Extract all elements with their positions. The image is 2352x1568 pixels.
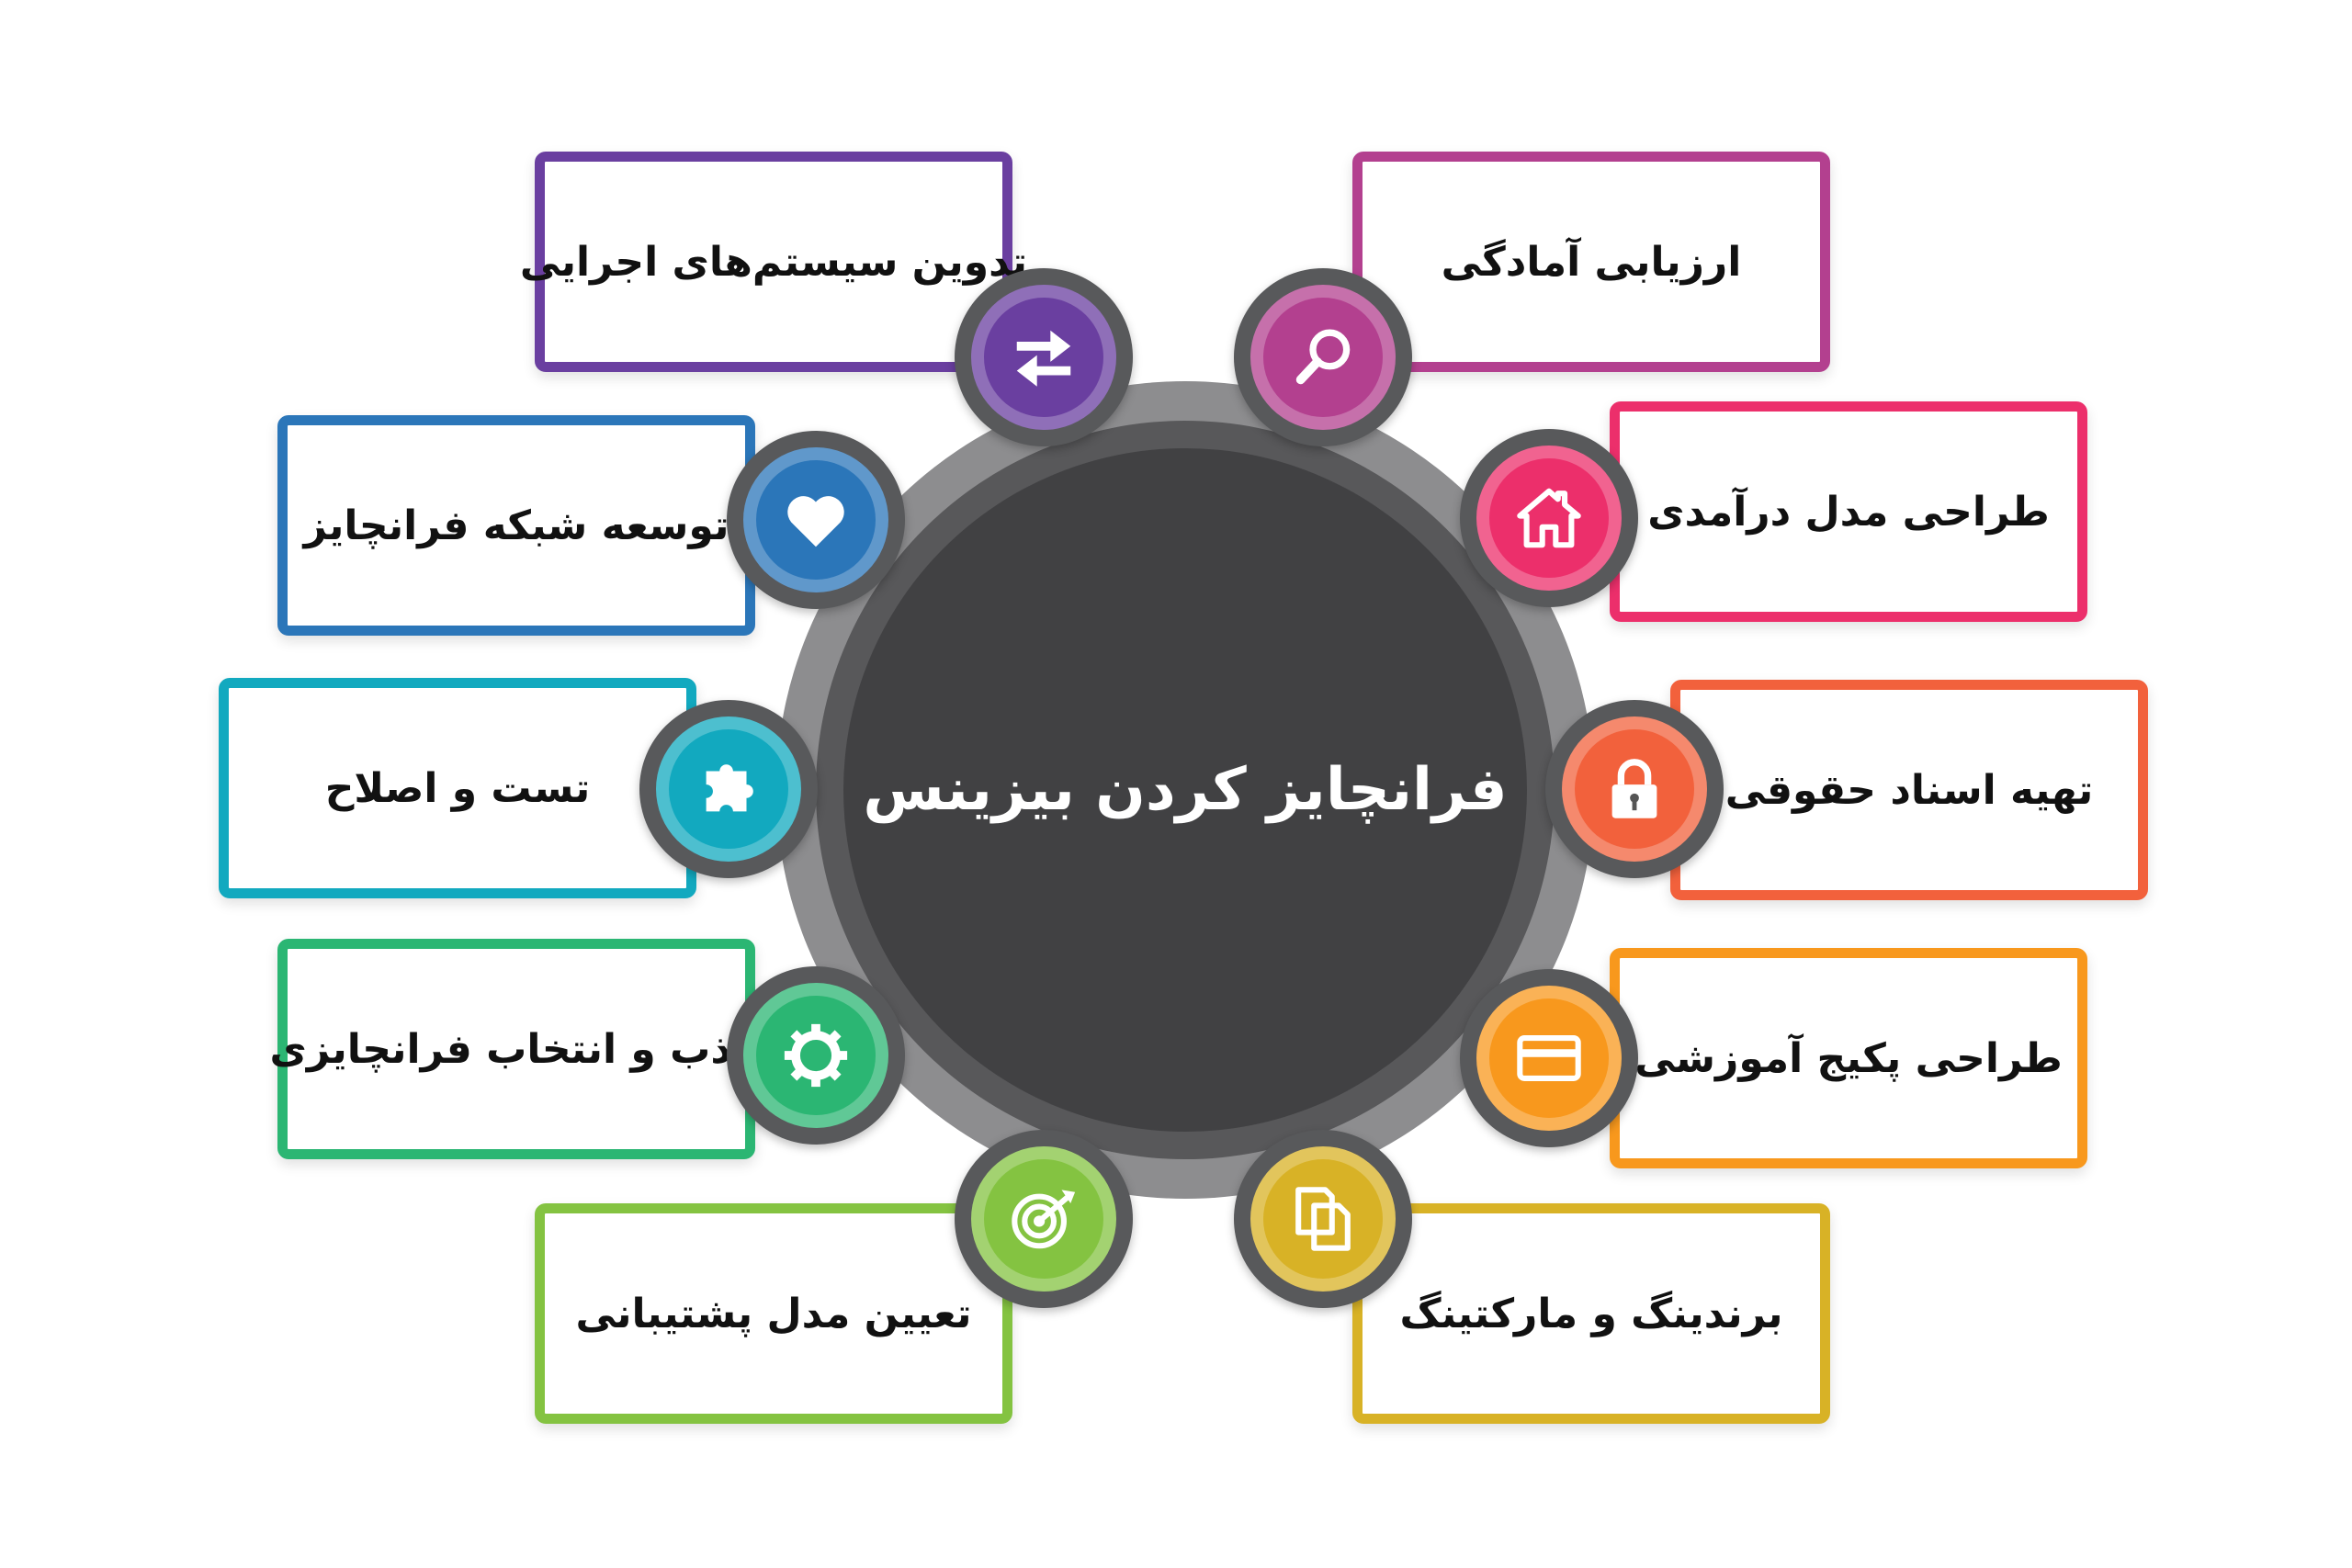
lock-icon <box>1611 759 1657 818</box>
step-box-recruit: جذب و انتخاب فرانچایزی <box>270 939 763 1159</box>
step-box-test: تست و اصلاح <box>219 678 696 898</box>
step-box-support: تعیین مدل پشتیبانی <box>535 1203 1012 1424</box>
node-branding <box>1234 1130 1412 1308</box>
node-test <box>639 700 818 878</box>
gear-icon <box>784 1023 848 1088</box>
target-icon <box>1012 1190 1076 1249</box>
step-label: جذب و انتخاب فرانچایزی <box>269 1025 763 1073</box>
heart-icon <box>787 496 844 547</box>
step-box-systems: تدوین سیستم‌های اجرایی <box>520 152 1027 372</box>
step-box-legal: تهیه اسناد حقوقی <box>1670 680 2148 900</box>
step-label: برندینگ و مارکتینگ <box>1399 1290 1783 1337</box>
arrows-icon <box>1016 330 1071 387</box>
copy-icon <box>1295 1187 1351 1251</box>
center-disc: فرانچایز کردن بیزینس <box>843 448 1527 1132</box>
node-training <box>1460 969 1638 1147</box>
node-systems <box>955 268 1133 446</box>
step-label: تدوین سیستم‌های اجرایی <box>519 238 1028 286</box>
node-legal <box>1545 700 1724 878</box>
node-recruit <box>727 966 905 1145</box>
step-box-training: طراحی پکیج آموزشی <box>1610 948 2087 1168</box>
step-label: طراحی مدل درآمدی <box>1647 488 2050 536</box>
puzzle-icon <box>706 764 753 812</box>
house-icon <box>1517 488 1581 548</box>
node-revenue <box>1460 429 1638 607</box>
step-box-revenue: طراحی مدل درآمدی <box>1610 401 2087 622</box>
step-box-branding: برندینگ و مارکتینگ <box>1352 1203 1830 1424</box>
node-readiness <box>1234 268 1412 446</box>
search-icon <box>1295 329 1351 385</box>
step-label: توسعه شبکه فرانچایز <box>303 502 729 549</box>
step-label: تست و اصلاح <box>324 764 591 812</box>
center-title: فرانچایز کردن بیزینس <box>863 756 1508 824</box>
step-label: طراحی پکیج آموزشی <box>1634 1034 2063 1082</box>
node-network <box>727 431 905 609</box>
step-label: تعیین مدل پشتیبانی <box>575 1290 972 1337</box>
step-box-readiness: ارزیابی آمادگی <box>1352 152 1830 372</box>
card-icon <box>1517 1035 1581 1081</box>
step-label: تهیه اسناد حقوقی <box>1724 766 2094 814</box>
step-box-network: توسعه شبکه فرانچایز <box>277 415 755 636</box>
step-label: ارزیابی آمادگی <box>1441 238 1742 286</box>
node-support <box>955 1130 1133 1308</box>
